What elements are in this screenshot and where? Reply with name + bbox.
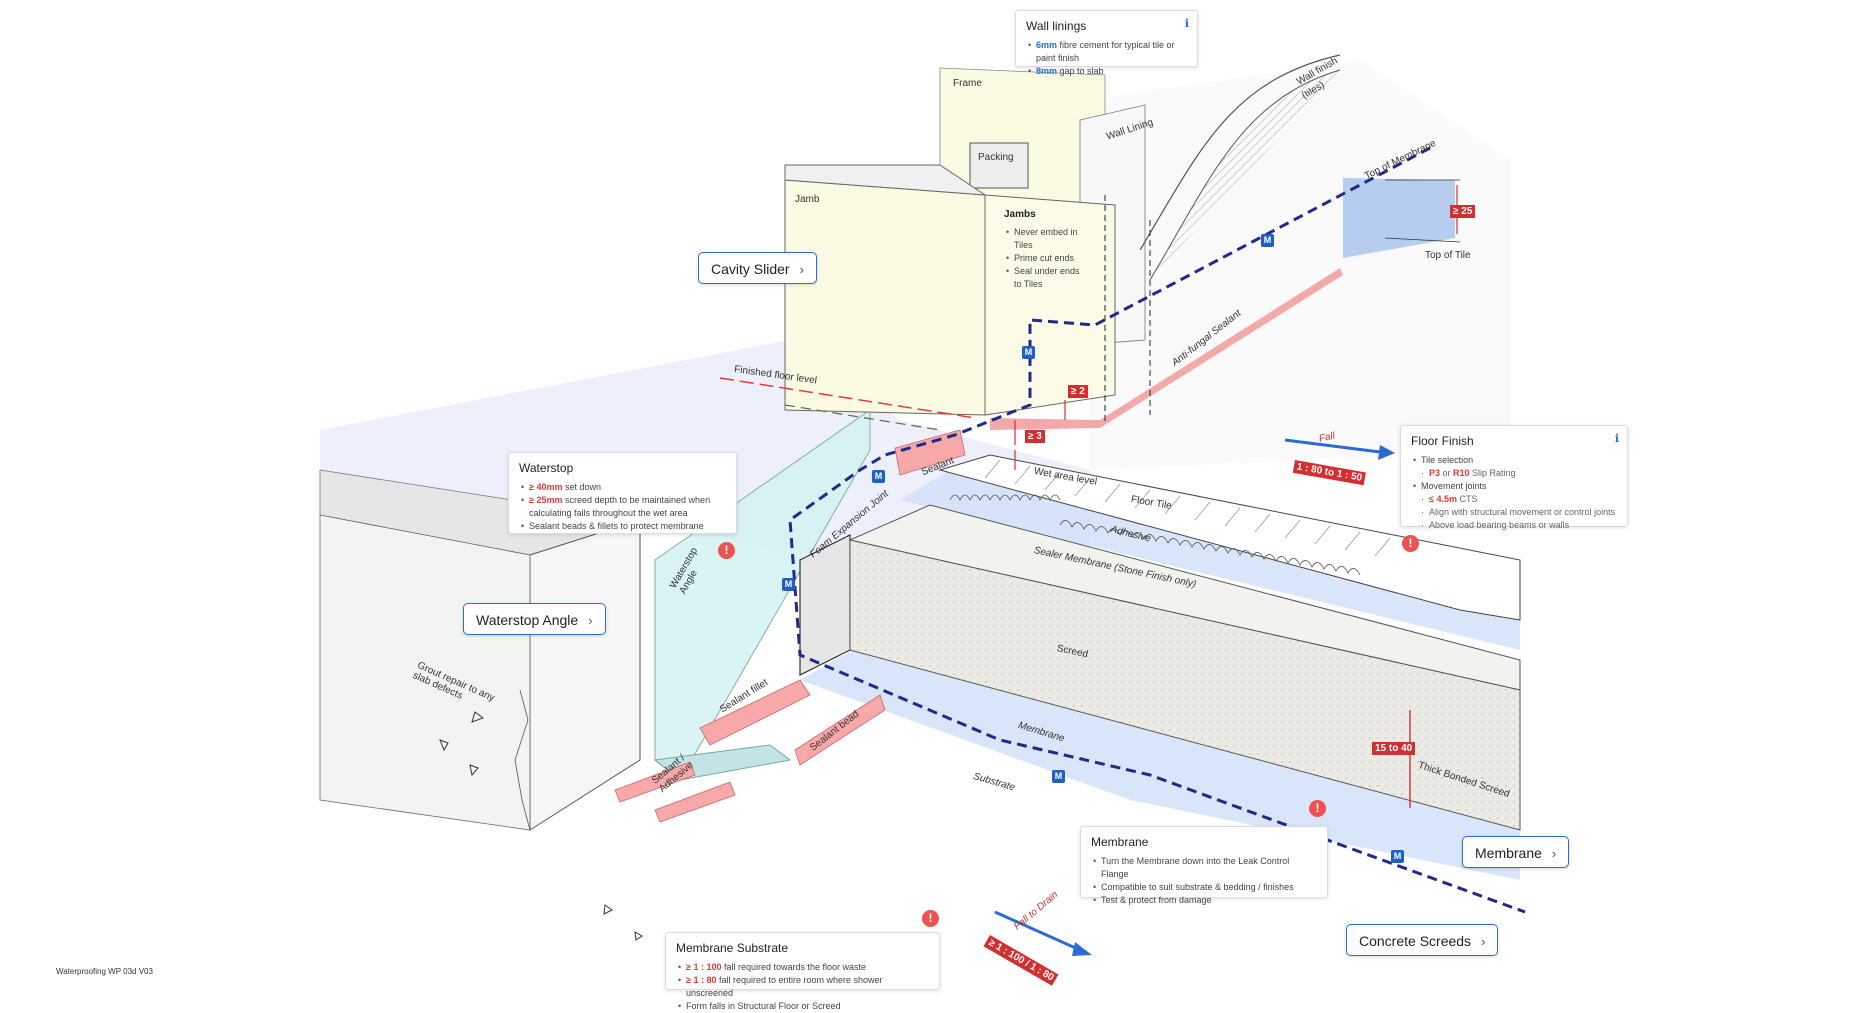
card-jambs: Jambs Never embed in Tiles Prime cut end… — [1000, 205, 1088, 290]
info-icon-wall-linings[interactable]: ℹ — [1184, 18, 1189, 30]
warning-icon-substrate[interactable]: ! — [922, 910, 939, 927]
slab-front — [529, 519, 641, 831]
floor-tile-hatch — [984, 459, 1391, 557]
tag-ge2: ≥ 2 — [1068, 385, 1088, 398]
sealant-bead — [794, 694, 886, 766]
tag-ge25: ≥ 25 — [1450, 205, 1476, 218]
label-jamb: Jamb — [795, 194, 820, 205]
sealant-fillet — [699, 679, 811, 746]
sealer-layer — [900, 470, 1520, 650]
label-top-of-tile: Top of Tile — [1425, 250, 1471, 261]
packing-block — [969, 142, 1029, 189]
m-badge-5: M — [1052, 770, 1065, 783]
card-membrane: Membrane Turn the Membrane down into the… — [1080, 826, 1328, 907]
warning-icon-waterstop[interactable]: ! — [718, 542, 735, 559]
chevron-right-icon: › — [799, 262, 804, 277]
membrane-layer — [800, 640, 1520, 880]
card-waterstop-title: Waterstop — [519, 461, 574, 475]
concrete-screeds-button[interactable]: Concrete Screeds› — [1346, 924, 1499, 956]
chevron-right-icon: › — [1481, 934, 1486, 949]
card-membrane-substrate: Membrane Substrate ≥ 1 : 100 fall requir… — [665, 932, 940, 1013]
card-wall-linings-title: Wall linings — [1026, 19, 1087, 33]
sealant-strip-floor — [990, 418, 1100, 430]
m-badge-2: M — [1022, 346, 1035, 359]
warning-icon-membrane[interactable]: ! — [1309, 800, 1326, 817]
card-membrane-substrate-title: Membrane Substrate — [676, 941, 789, 955]
floor-tile — [938, 454, 1521, 621]
sealant-pink-block — [894, 429, 966, 476]
footer-code: Waterproofing WP 03d V03 — [56, 967, 153, 976]
finished-floor-line — [719, 377, 976, 419]
m-badge-1: M — [1261, 234, 1274, 247]
sealant-adhesive-1 — [614, 761, 696, 803]
label-frame: Frame — [953, 78, 982, 89]
diagram-svg — [319, 54, 1526, 956]
m-badge-6: M — [1391, 850, 1404, 863]
cavity-slider-button[interactable]: Cavity Slider› — [698, 252, 817, 284]
chevron-right-icon: › — [1551, 846, 1557, 861]
right-wall-plane — [1090, 60, 1510, 470]
card-wall-linings: Wall linings 6mm fibre cement for typica… — [1015, 10, 1198, 78]
waterstop-angle-shape — [654, 409, 871, 781]
finished-floor-line-2 — [784, 404, 941, 431]
wall-finish-curve — [1139, 54, 1341, 251]
wall-finish-curve-2 — [1149, 69, 1341, 281]
card-floor-finish-title: Floor Finish — [1411, 434, 1474, 448]
warning-icon-floor[interactable]: ! — [1402, 535, 1419, 552]
card-membrane-title: Membrane — [1091, 835, 1149, 849]
foam-joint-block — [799, 534, 851, 676]
anti-fungal-sealant-strip — [1100, 268, 1343, 428]
sealant-adhesive-2 — [654, 781, 736, 823]
m-badge-4: M — [782, 578, 795, 591]
fall-arrow — [1284, 438, 1381, 454]
tile-ribs — [949, 494, 1361, 576]
diagram-stage: Frame Packing Jamb Wall Lining Wall fini… — [0, 0, 1872, 992]
membrane-button[interactable]: Membrane› — [1462, 836, 1570, 868]
card-waterstop: Waterstop ≥ 40mm set down ≥ 25mm screed … — [508, 452, 737, 534]
chevron-right-icon: › — [588, 613, 593, 628]
drain-arrow — [994, 910, 1081, 952]
card-floor-finish: Floor Finish Tile selection P3 or R10 Sl… — [1400, 425, 1628, 532]
card-jambs-title: Jambs — [1004, 209, 1036, 220]
tag-ge3: ≥ 3 — [1025, 430, 1045, 443]
info-icon-floor-finish[interactable]: ℹ — [1614, 433, 1619, 445]
m-badge-3: M — [872, 470, 885, 483]
membrane-dashed-line — [788, 146, 1526, 914]
screed-front — [849, 539, 1521, 831]
label-packing: Packing — [978, 152, 1014, 163]
waterstop-angle-button[interactable]: Waterstop Angle› — [463, 603, 606, 635]
tag-screed-range: 15 to 40 — [1372, 742, 1416, 755]
tile-gap-swatch — [1343, 178, 1455, 258]
